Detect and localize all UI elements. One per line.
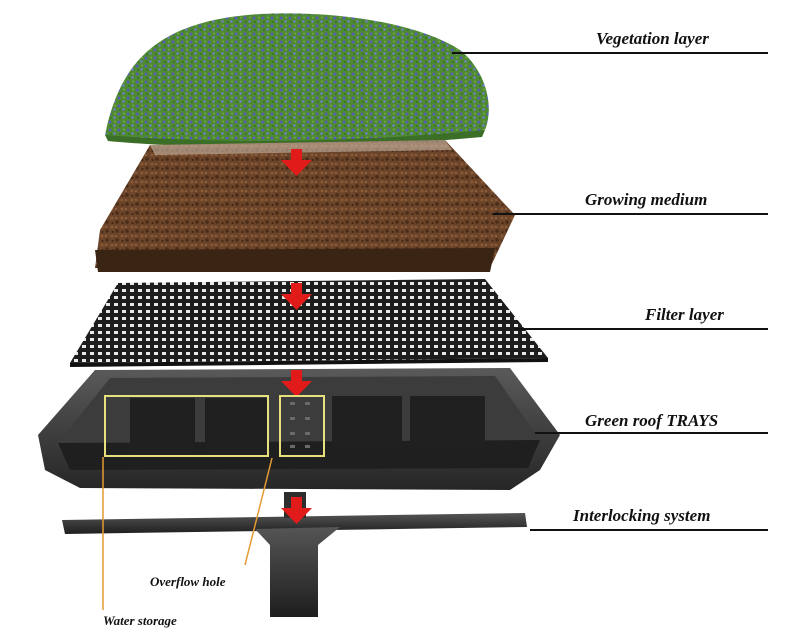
down-arrow-3 — [281, 370, 312, 397]
overflow-hole-label: Overflow hole — [150, 574, 226, 589]
overflow-hole-callout-box — [279, 395, 325, 457]
green-roof-trays-label: Green roof TRAYS — [585, 411, 719, 430]
overflow-hole-callout-line — [244, 457, 273, 566]
leader-lines — [452, 52, 768, 531]
water-storage-callout-box — [104, 395, 269, 457]
down-arrow-2 — [281, 283, 312, 310]
down-arrow-1 — [281, 149, 312, 176]
growing-medium-label: Growing medium — [585, 190, 708, 209]
down-arrow-4 — [281, 497, 312, 524]
water-storage-label: Water storage — [103, 613, 177, 628]
filter-layer-label: Filter layer — [645, 305, 724, 324]
growing-medium-image — [95, 140, 515, 272]
vegetation-layer-label: Vegetation layer — [596, 29, 709, 48]
flow-arrows — [281, 149, 312, 524]
filter-layer-image — [70, 279, 548, 367]
vegetation-layer-image — [105, 13, 489, 148]
interlocking-system-label: Interlocking system — [573, 506, 711, 525]
